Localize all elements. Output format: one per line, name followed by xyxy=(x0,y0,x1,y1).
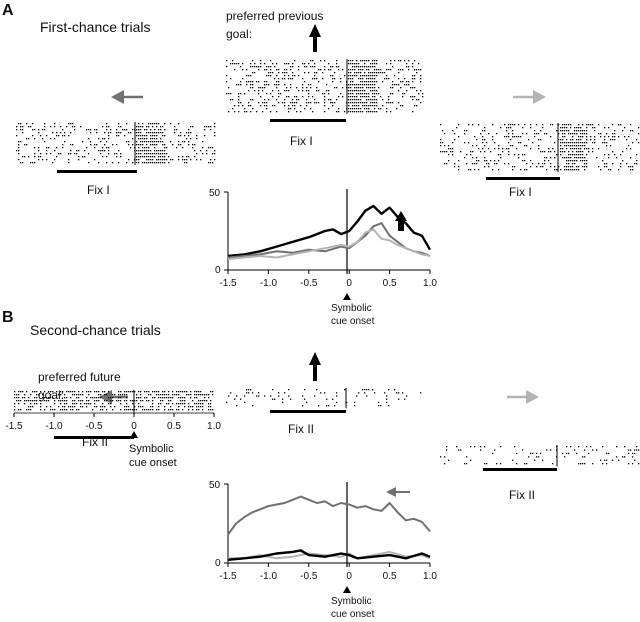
cue-triangle-icon xyxy=(343,586,351,593)
ytick: 0 xyxy=(215,558,221,569)
raster-center xyxy=(226,388,422,409)
arrow-up-icon xyxy=(395,211,407,231)
raster-left xyxy=(16,122,216,165)
cue-triangle-icon xyxy=(343,293,351,300)
psth-b-xticks: -1.5 -1.0 -0.5 0 0.5 1.0 xyxy=(219,563,437,582)
xtick-label: -0.5 xyxy=(300,278,318,289)
cue-label: cue onset xyxy=(331,609,375,620)
cue-label: cue onset xyxy=(129,457,177,469)
cue-label: Symbolic xyxy=(331,596,372,607)
xtick-label: 0 xyxy=(346,571,352,582)
fix-bar xyxy=(54,436,134,439)
arrow-left-icon xyxy=(111,90,143,104)
raster-left xyxy=(14,390,214,412)
psth-b-series xyxy=(227,495,431,561)
raster-center xyxy=(226,59,424,114)
raster-left-axis xyxy=(14,393,214,416)
psth-a-series xyxy=(227,204,432,261)
raster-right xyxy=(440,123,640,172)
panel-a-title: First-chance trials xyxy=(40,19,150,35)
panel-a-goal-label-1: preferred previous xyxy=(226,9,323,23)
fix-label: Fix I xyxy=(87,183,110,197)
xtick-label: -1.0 xyxy=(260,278,278,289)
cue-label: Symbolic xyxy=(129,443,174,455)
raster-left-xticks: -1.5 -1.0 -0.5 0 0.5 1.0 xyxy=(5,413,221,432)
xtick-label: -0.5 xyxy=(300,571,318,582)
ytick: 50 xyxy=(209,480,221,491)
xtick-label: -0.5 xyxy=(85,421,103,432)
xtick-label: -1.5 xyxy=(219,278,237,289)
fix-label: Fix II xyxy=(82,435,108,449)
cue-label: Symbolic xyxy=(331,303,372,314)
psth-series-2 xyxy=(227,228,431,261)
cue-triangle-icon xyxy=(130,431,138,438)
ytick: 50 xyxy=(209,188,221,199)
fix-label: Fix I xyxy=(290,134,313,148)
arrow-up-icon xyxy=(309,24,321,52)
cue-label: cue onset xyxy=(331,316,375,327)
fix-bar xyxy=(483,468,557,471)
arrow-up-icon xyxy=(309,352,321,381)
xtick-label: -1.5 xyxy=(5,421,23,432)
fix-label: Fix I xyxy=(509,185,532,199)
xtick-label: -1.5 xyxy=(219,571,237,582)
panel-b-goal-label-1: preferred future xyxy=(38,370,121,384)
xtick-label: 1.0 xyxy=(207,421,221,432)
fix-bar xyxy=(57,170,137,173)
ytick: 0 xyxy=(215,265,221,276)
xtick-label: -1.0 xyxy=(45,421,63,432)
arrow-left-icon xyxy=(99,390,128,404)
xtick-label: -1.0 xyxy=(260,571,278,582)
psth-b-axes xyxy=(224,482,430,567)
fix-bar xyxy=(486,177,560,180)
xtick-label: 1.0 xyxy=(423,571,437,582)
xtick-label: 1.0 xyxy=(423,278,437,289)
panel-b-letter: B xyxy=(2,309,14,326)
psth-series-0 xyxy=(227,204,432,258)
arrow-right-icon xyxy=(513,90,546,104)
psth-series-2 xyxy=(227,549,431,561)
arrow-left-icon xyxy=(386,487,410,497)
fix-bar xyxy=(270,410,346,413)
psth-a-xticks: -1.5 -1.0 -0.5 0 0.5 1.0 xyxy=(219,270,437,289)
xtick-label: 0.5 xyxy=(167,421,181,432)
fix-bar xyxy=(270,119,346,122)
raster-right xyxy=(440,445,640,467)
xtick-label: 0.5 xyxy=(383,278,397,289)
fix-label: Fix II xyxy=(288,422,314,436)
psth-series-0 xyxy=(227,495,431,536)
panel-b-title: Second-chance trials xyxy=(30,322,161,338)
panel-a-letter: A xyxy=(2,2,14,19)
arrow-right-icon xyxy=(507,390,539,404)
fix-label: Fix II xyxy=(509,488,535,502)
panel-a-goal-label-2: goal: xyxy=(226,27,252,41)
xtick-label: 0 xyxy=(131,421,137,432)
xtick-label: 0 xyxy=(346,278,352,289)
xtick-label: 0.5 xyxy=(383,571,397,582)
